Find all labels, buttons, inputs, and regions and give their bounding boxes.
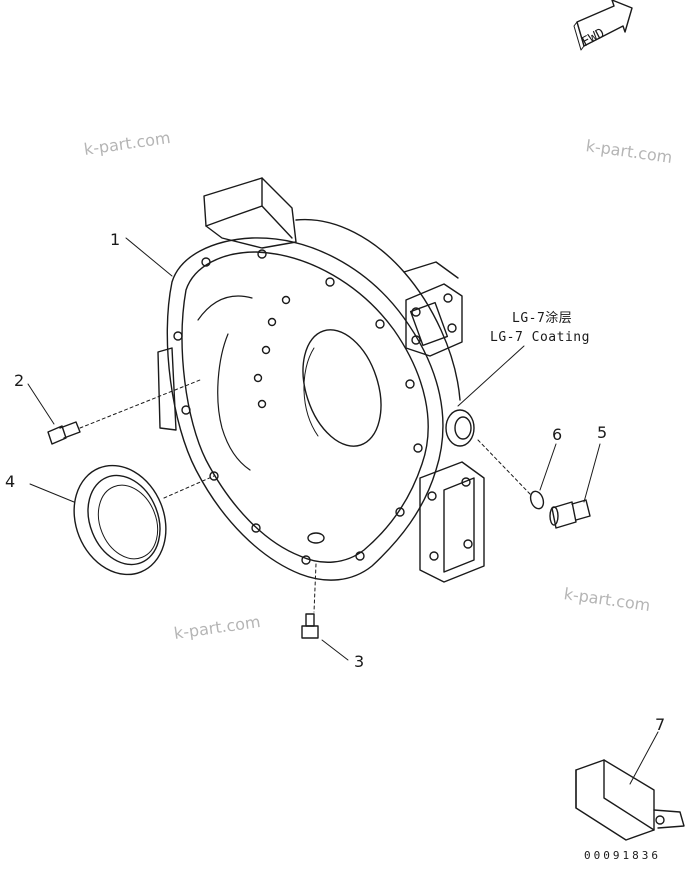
plug-5 bbox=[549, 499, 591, 529]
bolt-2 bbox=[47, 421, 81, 445]
coating-note-jp: LG-7涂层 bbox=[512, 311, 573, 326]
assembly-lines bbox=[79, 379, 531, 613]
o-ring-6 bbox=[529, 490, 545, 510]
callout-1: 1 bbox=[110, 230, 121, 249]
tool-7 bbox=[575, 759, 685, 841]
plug-3 bbox=[301, 613, 319, 639]
leader-lines bbox=[27, 237, 659, 785]
flywheel-housing bbox=[157, 177, 485, 583]
callout-3: 3 bbox=[354, 652, 365, 671]
fwd-arrow-icon bbox=[573, 0, 633, 51]
oil-seal-4 bbox=[73, 464, 167, 576]
callout-7: 7 bbox=[655, 715, 666, 734]
coating-note-en: LG-7 Coating bbox=[490, 330, 590, 345]
callout-2: 2 bbox=[14, 371, 25, 390]
callout-6: 6 bbox=[552, 425, 563, 444]
drawing-code: 00091836 bbox=[584, 849, 661, 862]
callout-5: 5 bbox=[597, 423, 608, 442]
callout-4: 4 bbox=[5, 472, 16, 491]
